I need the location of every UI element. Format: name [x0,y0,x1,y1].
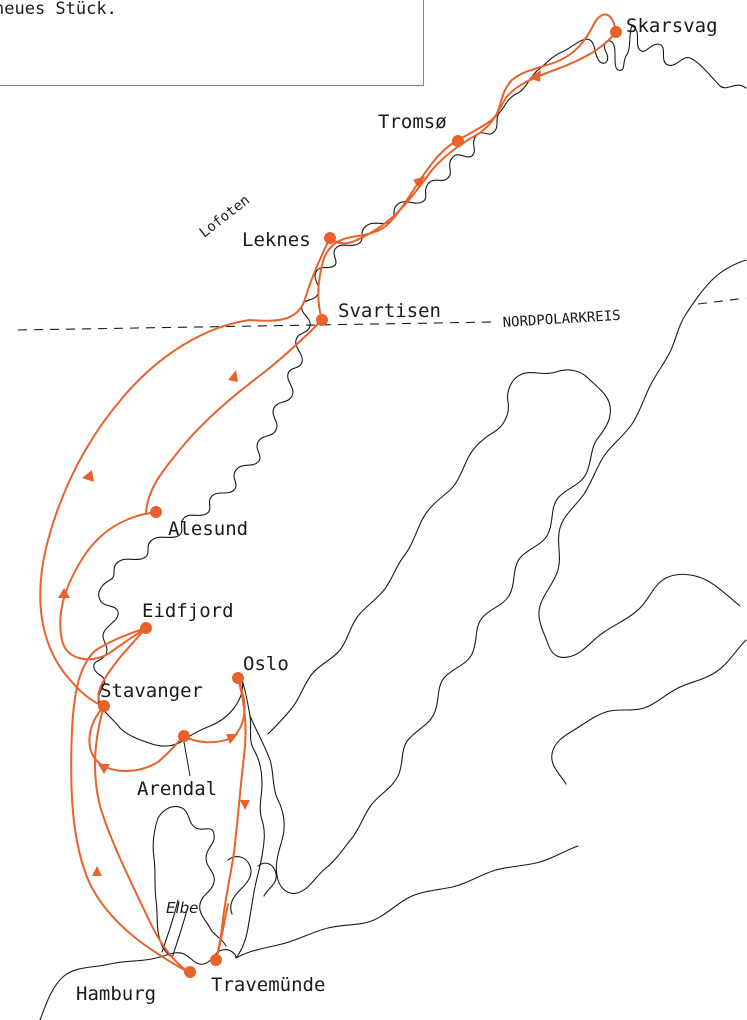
port-marker-svartisen[interactable] [316,314,328,326]
route-leknes-outer-arc [39,237,331,707]
arrow-icon [92,866,102,876]
arrow-icon [529,70,541,82]
region-labels: Lofoten Elbe [166,192,253,917]
baltic-south-coastline [235,845,579,959]
port-label-stavanger: Stavanger [100,680,203,702]
route-eidfjord-stavanger [97,627,147,707]
port-marker-alesund[interactable] [150,506,162,518]
arctic-circle-line-west [17,321,496,331]
denmark-coastline [152,805,277,957]
port-label-oslo: Oslo [243,653,289,675]
arrow-icon [58,588,70,598]
coastlines [39,25,747,1020]
route-stavanger-hamburg [94,705,189,973]
route-travemuende-link [215,903,229,961]
river-label-elbe: Elbe [166,899,198,917]
route-stavanger-arendal [88,705,185,772]
norway-coastline [93,25,747,747]
arrow-icon [228,370,238,382]
arrow-icon [226,734,238,744]
port-marker-travemuende[interactable] [210,954,222,966]
port-marker-oslo[interactable] [232,672,244,684]
route-arrows [58,70,541,876]
route-svartisen-alesund [145,319,323,513]
port-marker-stavanger[interactable] [98,700,110,712]
port-label-leknes: Leknes [242,229,311,251]
arctic-circle-label: NORDPOLARKREIS [502,308,621,331]
port-label-travemuende: Travemünde [211,974,325,996]
arctic-circle: NORDPOLARKREIS [17,297,747,331]
route-alesund-loop [59,511,157,661]
port-marker-skarsvag[interactable] [610,26,622,38]
port-labels: Skarsvag Tromsø Leknes Svartisen Alesund… [76,15,718,1005]
arendal-leader [183,741,191,777]
port-label-hamburg: Hamburg [76,983,156,1005]
arrow-icon [82,470,94,482]
port-marker-leknes[interactable] [324,232,336,244]
port-markers [98,26,622,978]
oslofjord-coastline [235,679,265,959]
port-marker-eidfjord[interactable] [140,622,152,634]
port-label-alesund: Alesund [168,518,248,540]
sweden-coastline [249,369,611,895]
route-hamburg-eidfjord [70,627,189,973]
label-leaders [183,741,191,777]
port-label-skarsvag: Skarsvag [626,15,718,37]
port-label-arendal: Arendal [137,778,217,800]
elbe-river [161,899,189,959]
port-label-eidfjord: Eidfjord [142,600,234,622]
intro-text-box: neues Stück. [0,0,424,86]
finland-coastline [538,259,747,785]
port-label-svartisen: Svartisen [338,300,441,322]
arctic-circle-line-east [697,297,747,305]
cruise-routes [39,13,617,973]
port-marker-tromso[interactable] [452,135,464,147]
arrow-icon [240,800,250,810]
port-marker-arendal[interactable] [178,730,190,742]
port-marker-hamburg[interactable] [184,966,196,978]
port-label-tromso: Tromsø [378,111,447,133]
arrow-icon [413,176,425,188]
arrow-icon [98,764,110,774]
intro-text: neues Stück. [0,0,117,19]
